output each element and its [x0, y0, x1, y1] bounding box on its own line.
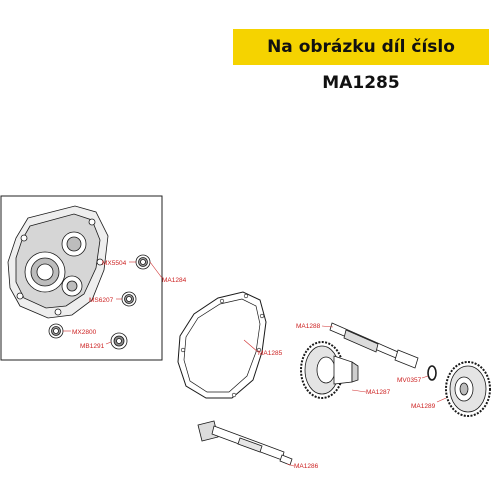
bearing-mx5504 [135, 254, 151, 270]
shaft-ma1288 [329, 322, 419, 369]
bearing-mx2800 [48, 323, 64, 339]
gear-ma1289 [445, 361, 491, 417]
shaft-ma1286 [197, 420, 293, 466]
label-ms6207: MS6207 [89, 297, 114, 304]
gear-ma1287 [300, 341, 359, 399]
label-ma1286: MA1286 [294, 463, 319, 470]
part-number-banner: Na obrázku díl číslo MA1285 [233, 29, 489, 93]
label-ma1287: MA1287 [366, 389, 391, 396]
label-mb1291: MB1291 [80, 343, 105, 350]
gasket [177, 291, 267, 399]
label-mx2800: MX2800 [72, 329, 97, 336]
bearing-ms6207 [121, 291, 137, 307]
label-ma1284: MA1284 [162, 277, 187, 284]
label-ma1285: MA1285 [258, 350, 283, 357]
seal-mb1291 [110, 332, 128, 350]
label-ma1288: MA1288 [296, 323, 321, 330]
label-mv0357: MV0357 [397, 377, 422, 384]
circlip-mv0357 [427, 365, 437, 381]
label-mx5504: MX5504 [102, 260, 127, 267]
label-ma1289: MA1289 [411, 403, 436, 410]
gearbox-cover [7, 205, 109, 319]
